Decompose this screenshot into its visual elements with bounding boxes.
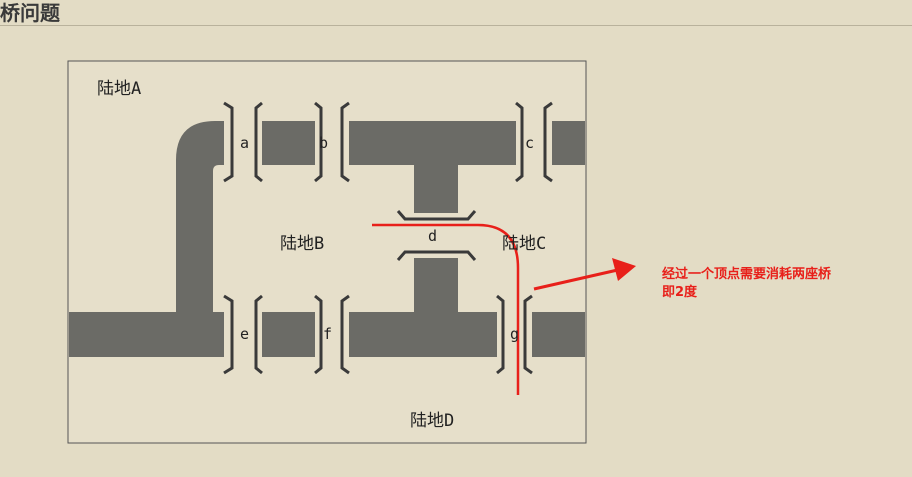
header-divider xyxy=(0,25,912,26)
river-segment-ef xyxy=(262,312,315,357)
bridge-a-left xyxy=(223,101,234,183)
bridge-e-left xyxy=(223,294,234,375)
river-upper-left-bend xyxy=(176,121,224,312)
bridge-label-g: g xyxy=(510,325,520,343)
red-path-line xyxy=(372,223,520,395)
red-arrow-head xyxy=(612,258,636,281)
river-segment-fg xyxy=(349,312,497,357)
bridge-label-d: d xyxy=(428,227,438,245)
annotation-note: 经过一个顶点需要消耗两座桥 即2度 xyxy=(662,266,912,302)
region-label-a: 陆地A xyxy=(97,79,142,99)
red-arrow-shaft xyxy=(533,267,623,291)
bridge-label-b: b xyxy=(319,134,329,152)
river-stem-bottom xyxy=(414,258,458,318)
bridge-b-right xyxy=(340,101,350,183)
bridge-g-left xyxy=(496,294,505,375)
bridge-f-right xyxy=(340,294,350,375)
bridge-d-top xyxy=(396,210,477,221)
river-stem-top xyxy=(414,160,458,213)
annotation-line-1: 经过一个顶点需要消耗两座桥 xyxy=(662,267,832,282)
bridge-label-c: c xyxy=(525,134,535,152)
river xyxy=(69,121,585,357)
river-segment-bc xyxy=(349,121,516,165)
bridge-a-right xyxy=(254,101,263,183)
bridge-f-left xyxy=(314,294,323,375)
page-title: 桥问题 xyxy=(0,1,60,25)
bridge-c-left xyxy=(515,101,524,183)
region-label-b: 陆地B xyxy=(280,234,325,254)
river-segment-g-right xyxy=(532,312,585,357)
annotation-line-2: 即2度 xyxy=(662,285,698,300)
bridge-label-e: e xyxy=(240,325,250,343)
bridge-label-f: f xyxy=(323,325,333,343)
river-segment-left-bottom xyxy=(69,312,224,357)
bridge-c-right xyxy=(543,101,553,183)
bridge-g-right xyxy=(523,294,533,375)
bridge-e-right xyxy=(254,294,263,375)
region-label-c: 陆地C xyxy=(502,234,547,254)
bridge-b-left xyxy=(314,101,323,183)
region-label-d: 陆地D xyxy=(410,411,455,431)
bridge-d-bottom xyxy=(396,250,477,261)
river-segment-c-right xyxy=(552,121,585,165)
bridge-label-a: a xyxy=(240,134,250,152)
river-segment-ab xyxy=(262,121,315,165)
bridge-brackets xyxy=(223,101,553,375)
